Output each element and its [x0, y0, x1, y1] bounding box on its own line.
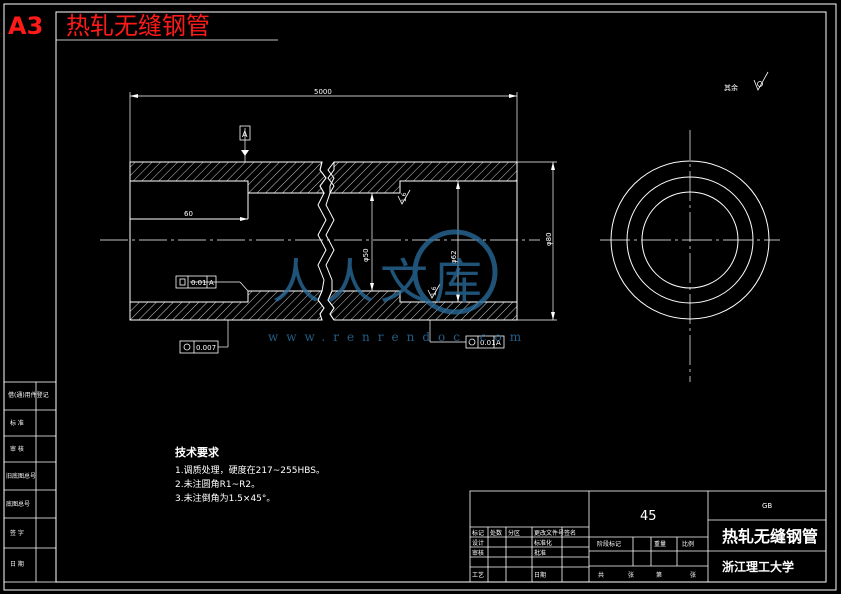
tb-zone: 分区	[508, 529, 520, 537]
datum-label: A	[242, 130, 248, 139]
part-name: 热轧无缝钢管	[722, 527, 818, 546]
sheet-size: A3	[8, 12, 43, 40]
tb-weight: 重量	[654, 540, 666, 548]
tb-stage: 阶段标记	[597, 540, 621, 548]
roughness-symbol-1	[397, 189, 411, 205]
title-block-lines	[469, 490, 827, 583]
part-code: GB	[762, 502, 772, 510]
datum-box	[239, 125, 251, 141]
technical-requirements: 技术要求 1.调质处理，硬度在217~255HBS。 2.未注圆角R1~R2。 …	[175, 446, 325, 506]
roughness-value-1: 1.6	[401, 192, 408, 202]
left-strip-3: 审 核	[10, 445, 24, 453]
watermark-chars: 人人文库	[272, 254, 488, 310]
tb-total: 共	[598, 571, 604, 579]
dim-length: 5000	[314, 88, 332, 96]
runout-ref: A	[496, 339, 501, 347]
tech-heading: 技术要求	[175, 446, 219, 459]
dim-mid-dia: φ62	[450, 250, 458, 264]
flatness-ref: A	[209, 279, 214, 287]
roughness-symbol-2	[427, 283, 441, 299]
material-value: 45	[640, 509, 657, 524]
tb-process: 工艺	[472, 571, 484, 579]
tb-check: 审核	[472, 549, 484, 557]
flatness-frame	[175, 275, 217, 289]
tb-date2: 日期	[534, 571, 546, 579]
tb-mark: 标记	[472, 529, 484, 537]
inner-frame	[55, 11, 827, 583]
tb-sheets: 张	[628, 571, 634, 579]
left-strip-6: 签 字	[10, 529, 24, 537]
runout-value: 0.01	[480, 339, 496, 347]
end-view	[600, 130, 780, 382]
left-strip-7: 日 期	[10, 560, 24, 568]
roughness-value-2: 1.6	[431, 286, 438, 296]
tb-change: 更改文件号	[534, 529, 564, 537]
roughness-other-symbol	[753, 71, 769, 91]
tech-item-1: 1.调质处理，硬度在217~255HBS。	[175, 466, 325, 476]
tb-std: 标准化	[534, 539, 552, 547]
watermark-url: www.renrendoc.com	[268, 330, 530, 344]
left-strip-5: 底图总号	[6, 500, 30, 508]
cylindricity-value: 0.007	[196, 344, 216, 352]
left-strip-1: 借(通)用件登记	[8, 391, 49, 399]
tech-item-2: 2.未注圆角R1~R2。	[175, 480, 261, 490]
tb-sign: 签名	[564, 529, 576, 537]
dim-inner-dia: φ50	[362, 248, 370, 262]
dimensions	[129, 92, 557, 348]
school-name: 浙江理工大学	[722, 559, 794, 574]
tb-count: 处数	[490, 529, 502, 537]
watermark-logo: 人人文库	[272, 229, 498, 315]
tb-scale: 比例	[682, 540, 694, 548]
left-strip-4: 旧底图总号	[6, 472, 36, 480]
left-strip-2: 标 准	[10, 419, 24, 427]
dim-outer-dia: φ80	[545, 232, 553, 246]
tb-sheet-no: 第	[656, 571, 662, 579]
left-strip	[3, 381, 57, 583]
tb-approve: 批准	[534, 549, 546, 557]
runout-frame	[465, 335, 505, 349]
roughness-other-label: 其余	[724, 83, 738, 92]
dim-bore-len: 60	[184, 210, 193, 218]
cylindricity-frame	[179, 340, 219, 354]
flatness-value: 0.01	[191, 279, 207, 287]
tech-item-3: 3.未注倒角为1.5×45°。	[175, 494, 276, 504]
drawing-title-red: 热轧无缝钢管	[66, 12, 210, 40]
tb-design: 设计	[472, 539, 484, 547]
outer-frame	[3, 3, 837, 591]
tb-sheet-unit: 张	[690, 571, 696, 579]
